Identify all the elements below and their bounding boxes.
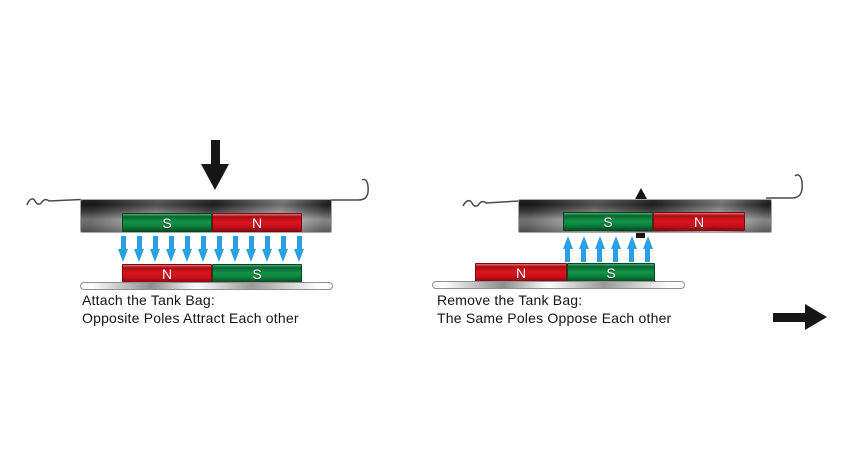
- bag-magnet-north: N: [212, 213, 302, 232]
- field-arrow-up-icon: [626, 236, 637, 262]
- bag-flap-hook-icon: [766, 174, 803, 199]
- bag-magnet-south: S: [563, 212, 653, 231]
- pole-label: S: [606, 264, 616, 281]
- field-arrow-down-icon: [134, 236, 145, 262]
- tank-surface: [432, 281, 685, 289]
- field-arrow-down-icon: [198, 236, 209, 262]
- slide-right-arrow-icon: [773, 304, 827, 330]
- pole-label: N: [161, 265, 173, 282]
- pole-label: N: [251, 214, 263, 231]
- attraction-field-arrows: [118, 236, 305, 262]
- bag-flap-hook-icon: [331, 178, 369, 201]
- attach-panel: S N N S Attach the Tank Bag: Opposite Po…: [0, 0, 844, 326]
- tank-magnet-north: N: [122, 264, 212, 283]
- field-arrow-down-icon: [214, 236, 225, 262]
- tank-surface: [80, 282, 333, 290]
- bag-flap-squiggle-icon: [26, 198, 82, 206]
- field-arrow-up-icon: [594, 236, 605, 262]
- field-arrow-down-icon: [278, 236, 289, 262]
- push-down-arrow-icon: [201, 140, 229, 190]
- field-arrow-down-icon: [230, 236, 241, 262]
- pole-label: S: [252, 265, 262, 282]
- field-arrow-up-icon: [578, 236, 589, 262]
- caption-line-2: Opposite Poles Attract Each other: [82, 309, 299, 326]
- repulsion-field-arrows: [562, 236, 653, 262]
- caption-line-1: Attach the Tank Bag:: [82, 292, 215, 308]
- field-arrow-down-icon: [294, 236, 305, 262]
- attach-caption: Attach the Tank Bag: Opposite Poles Attr…: [82, 292, 299, 327]
- field-arrow-down-icon: [150, 236, 161, 262]
- field-arrow-down-icon: [246, 236, 257, 262]
- tank-magnet-south: S: [567, 263, 655, 282]
- caption-line-2: The Same Poles Oppose Each other: [437, 309, 672, 326]
- remove-panel: S N N S Remove the Tank Bag: The Same Po…: [0, 50, 844, 330]
- field-arrow-down-icon: [262, 236, 273, 262]
- bag-flap-squiggle-icon: [462, 199, 520, 207]
- pole-label: N: [693, 213, 705, 230]
- bag-magnet-north: N: [653, 212, 745, 231]
- field-arrow-up-icon: [642, 236, 653, 262]
- pole-label: S: [162, 214, 172, 231]
- remove-caption: Remove the Tank Bag: The Same Poles Oppo…: [437, 292, 671, 327]
- field-arrow-down-icon: [118, 236, 129, 262]
- tank-magnet-south: S: [212, 264, 302, 283]
- field-arrow-up-icon: [610, 236, 621, 262]
- field-arrow-down-icon: [182, 236, 193, 262]
- tank-magnet-north: N: [475, 263, 567, 282]
- pole-label: N: [515, 264, 527, 281]
- field-arrow-down-icon: [166, 236, 177, 262]
- caption-line-1: Remove the Tank Bag:: [437, 292, 583, 308]
- field-arrow-up-icon: [562, 236, 573, 262]
- bag-magnet-south: S: [122, 213, 212, 232]
- pole-label: S: [603, 213, 613, 230]
